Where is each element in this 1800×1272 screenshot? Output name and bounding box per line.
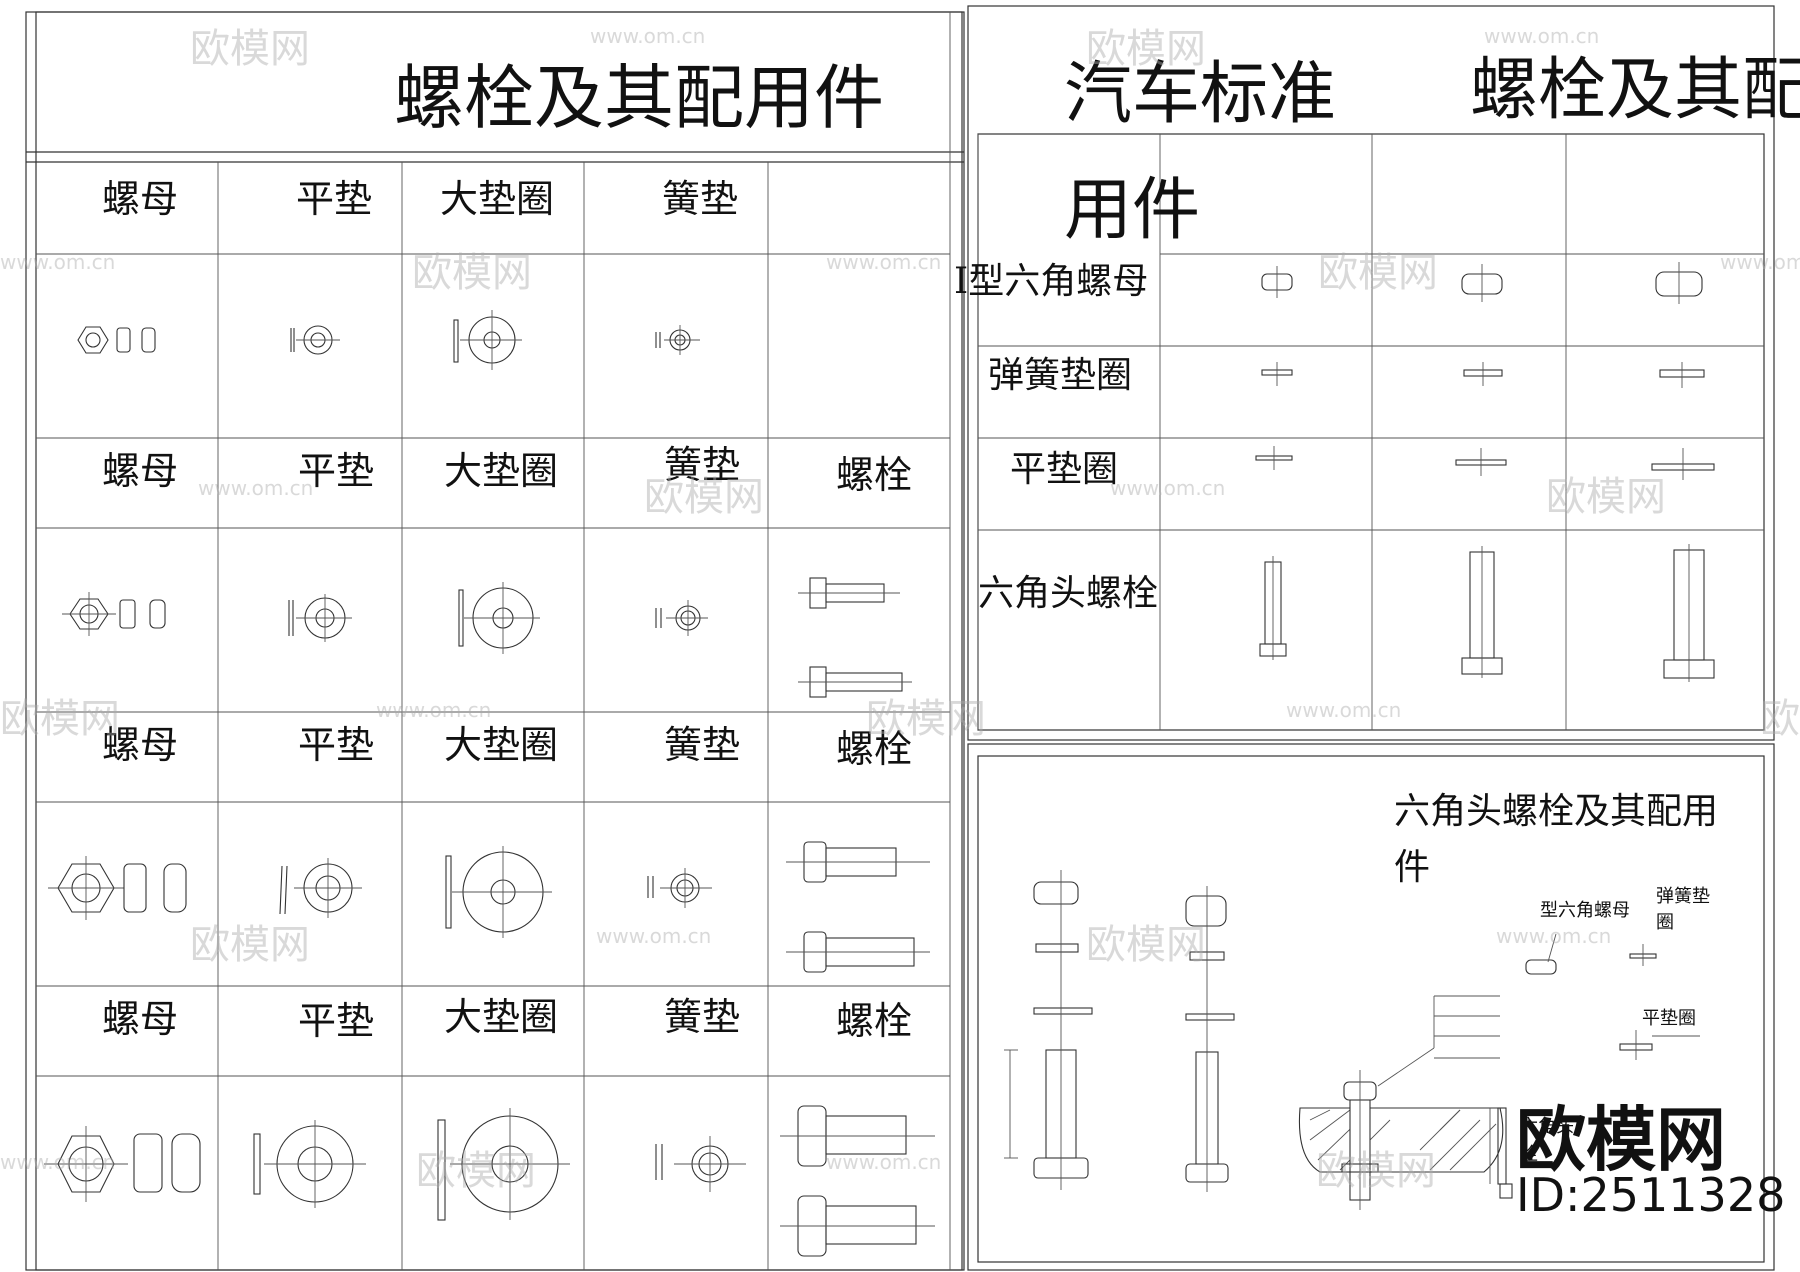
label-bolt-row2: 螺栓 (836, 453, 913, 497)
row2-parts (62, 577, 912, 698)
label-large-washer-row1: 大垫圈 (440, 177, 555, 221)
label-flat-washer-row1: 平垫 (296, 177, 373, 221)
assembly-title-line1: 六角头螺栓及其配用 (1394, 791, 1719, 832)
label-large-washer-row4: 大垫圈 (444, 995, 559, 1039)
right-top-frame (967, 5, 1775, 741)
row-label-hex-nut: I型六角螺母 (954, 261, 1149, 302)
label-flat-washer-row4: 平垫 (298, 999, 375, 1043)
brand-logo-text: 欧模网 (1516, 1099, 1726, 1181)
right-top-title-c: 用件 (1064, 171, 1201, 250)
hex-nut-icon (77, 326, 109, 354)
callout-hex-nut: 型六角螺母 (1540, 900, 1630, 921)
row-label-flat-washer: 平垫圈 (1010, 449, 1119, 490)
label-bolt-row3: 螺栓 (836, 727, 913, 771)
label-spring-washer-row3: 簧垫 (664, 723, 741, 767)
callout-flat-washer: 平垫圈 (1642, 1008, 1696, 1029)
row-label-hex-bolt: 六角头螺栓 (978, 573, 1159, 614)
label-spring-washer-row4: 簧垫 (664, 995, 741, 1039)
left-sheet-title: 螺栓及其配用件 (394, 57, 884, 139)
id-label: ID:2511328 (1516, 1168, 1786, 1222)
label-large-washer-row2: 大垫圈 (444, 449, 559, 493)
right-top-title-b: 螺栓及其配 (1470, 51, 1800, 130)
label-nut-row1: 螺母 (102, 177, 179, 221)
row4-parts (44, 1105, 935, 1257)
callout-hex-bolt-1: 六角头 (1520, 1116, 1574, 1137)
left-table-grid (36, 162, 950, 1270)
callout-spring-washer-1: 弹簧垫 (1656, 886, 1710, 907)
label-bolt-row4: 螺栓 (836, 999, 913, 1043)
right-top-title-a: 汽车标准 (1064, 55, 1337, 134)
hatch-pattern (1309, 1109, 1497, 1171)
assembly-title-line2: 件 (1394, 847, 1431, 888)
right-bottom-frame (967, 743, 1775, 1271)
row3-parts (48, 841, 930, 973)
label-nut-row4: 螺母 (102, 997, 179, 1041)
label-nut-row3: 螺母 (102, 723, 179, 767)
label-spring-washer-row1: 簧垫 (662, 177, 739, 221)
row-label-spring-washer: 弹簧垫圈 (988, 355, 1133, 396)
label-spring-washer-row2: 簧垫 (664, 443, 741, 487)
callout-spring-washer-2: 圈 (1656, 912, 1674, 933)
right-top-parts (1255, 262, 1715, 682)
assembly-drawing (1004, 870, 1700, 1210)
label-nut-row2: 螺母 (102, 449, 179, 493)
callout-hex-bolt-2: 栓 (1520, 1144, 1538, 1165)
label-large-washer-row3: 大垫圈 (444, 723, 559, 767)
label-flat-washer-row3: 平垫 (298, 723, 375, 767)
row1-parts (77, 310, 700, 370)
left-sheet-frame (25, 11, 965, 1271)
label-flat-washer-row2: 平垫 (298, 449, 375, 493)
